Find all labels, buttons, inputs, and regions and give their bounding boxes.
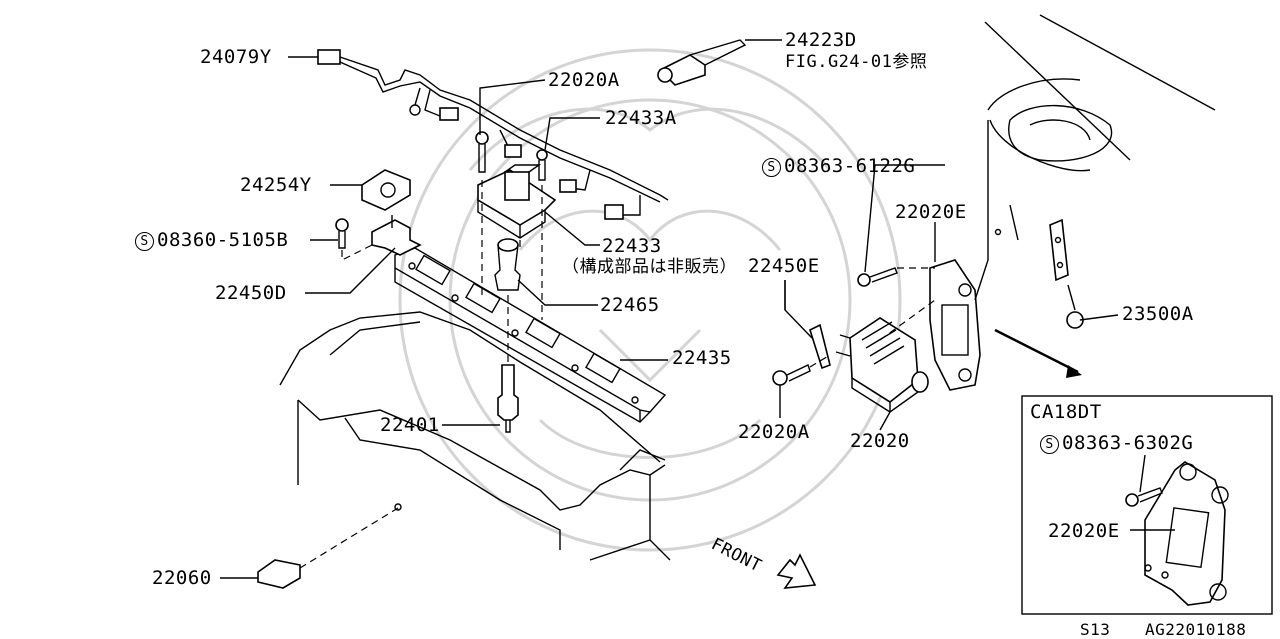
page-code: S13: [1080, 620, 1111, 639]
standard-part-icon: S: [135, 232, 154, 251]
clip-22450D: [371, 215, 422, 256]
bracket-22450E: [784, 280, 831, 370]
bolts-top: [475, 131, 548, 181]
label-22020E-inset[interactable]: 22020E: [1048, 520, 1120, 542]
label-22465[interactable]: 22465: [600, 294, 660, 316]
label-22020A-top[interactable]: 22020A: [548, 69, 620, 91]
figure-code: AG22010188: [1145, 620, 1247, 639]
label-24079Y[interactable]: 24079Y: [200, 46, 272, 68]
standard-part-icon: S: [1040, 435, 1059, 454]
label-22433-note: （構成部品は非販売）: [562, 257, 737, 277]
guide-lines: [481, 180, 543, 365]
bolt-22020A-lower: [772, 354, 831, 386]
connector-24223D: [657, 39, 747, 86]
label-23500A[interactable]: 23500A: [1122, 303, 1194, 325]
label-24223D-ref[interactable]: FIG.G24-01参照: [785, 52, 928, 72]
body-panel: [974, 14, 1216, 378]
screw-08360: [335, 218, 373, 261]
label-08360-5105B-text: 08360-5105B: [157, 229, 289, 251]
wire-harness-24079Y: [317, 49, 669, 220]
label-22060[interactable]: 22060: [152, 567, 212, 589]
inset-box-outline: [1021, 395, 1273, 615]
label-22450E[interactable]: 22450E: [748, 255, 820, 277]
label-08363-6302G-text: 08363-6302G: [1062, 432, 1194, 454]
ignition-coil-22433: [477, 164, 557, 239]
label-22020[interactable]: 22020: [850, 430, 910, 452]
front-arrow: [776, 553, 817, 589]
bracket-24254Y: [361, 169, 411, 211]
label-22020A-bottom[interactable]: 22020A: [738, 421, 810, 443]
bolt-08363-6122G: [857, 250, 936, 341]
standard-part-icon: S: [762, 158, 781, 177]
label-22435[interactable]: 22435: [672, 347, 732, 369]
spark-plug-22401: [497, 364, 519, 433]
label-08363-6122G-text: 08363-6122G: [784, 155, 916, 177]
plug-boot-22465: [494, 238, 521, 291]
leader-lines: [220, 39, 1175, 579]
label-22450D[interactable]: 22450D: [215, 282, 287, 304]
label-22401[interactable]: 22401: [380, 414, 440, 436]
label-24223D[interactable]: 24223D: [785, 29, 857, 51]
bracket-22020E: [929, 259, 981, 391]
label-22433A[interactable]: 22433A: [605, 107, 677, 129]
cylinder-head: [279, 311, 671, 561]
sensor-22060: [257, 503, 402, 589]
label-24254Y[interactable]: 24254Y: [240, 174, 312, 196]
label-22020E[interactable]: 22020E: [895, 201, 967, 223]
inset-title: CA18DT: [1030, 401, 1102, 423]
igniter-22020: [835, 317, 929, 413]
label-22433[interactable]: 22433: [602, 235, 662, 257]
